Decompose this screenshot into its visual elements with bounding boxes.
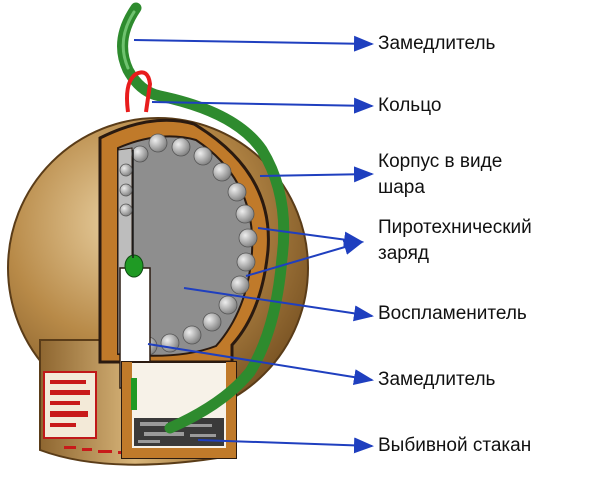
red-ring [125, 70, 153, 113]
label-fuse-bottom: Замедлитель [378, 369, 496, 390]
time-fuse [117, 2, 290, 434]
igniter-cap [124, 254, 144, 278]
pyrotechnic-pellets [119, 133, 258, 356]
inner-chamber [117, 135, 254, 357]
knockout-cup-wall-right [226, 362, 236, 458]
label-igniter: Воспламенитель [378, 303, 527, 324]
time-fuse-highlight [121, 10, 136, 70]
arrow-ring [151, 97, 374, 114]
base-sticker-marks [50, 380, 90, 427]
knockout-cup-powder-grains [138, 422, 216, 443]
arrow-fuse-bottom [147, 343, 374, 386]
label-cup: Выбивной стакан [378, 435, 532, 456]
label-charge-line2: заряд [378, 243, 430, 264]
arrow-body [259, 166, 374, 183]
label-body-line1: Корпус в виде [378, 151, 503, 172]
arrow-igniter [183, 287, 374, 322]
knockout-cup-wall-left [122, 362, 132, 458]
label-charge-line1: Пиротехнический [378, 217, 532, 238]
arrow-charge-2 [245, 239, 364, 277]
knockout-cup-base [122, 448, 236, 458]
label-fuse-top: Замедлитель [378, 33, 496, 54]
label-body-line2: шара [378, 177, 425, 198]
arrow-fuse-top [133, 35, 374, 52]
label-ring: Кольцо [378, 95, 442, 116]
arrow-cup [197, 437, 374, 454]
